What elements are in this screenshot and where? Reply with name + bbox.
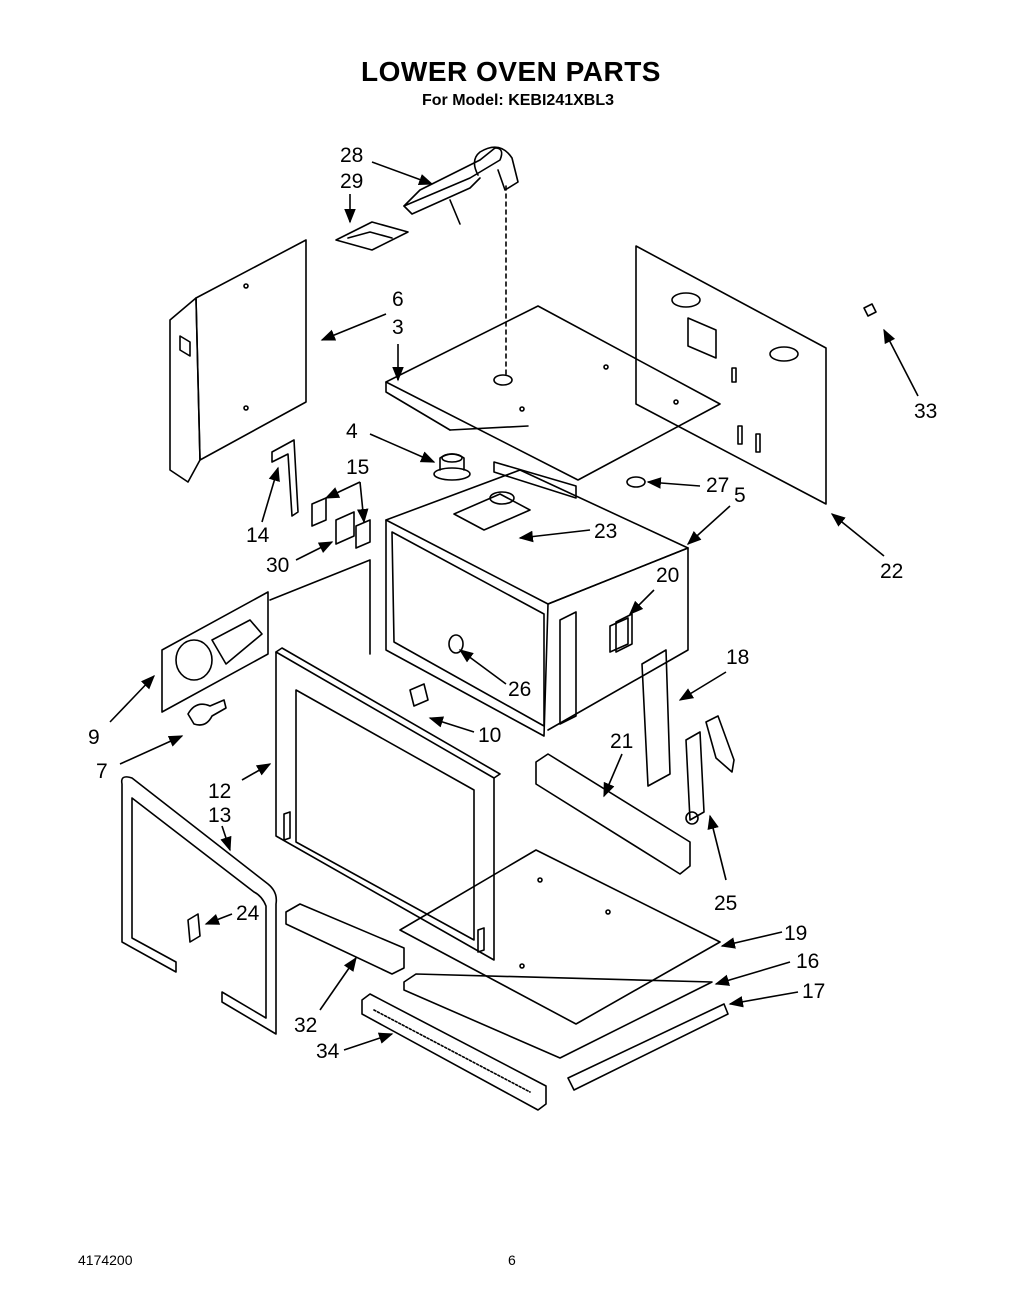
bottom-panel-part <box>399 849 721 1025</box>
leader-23 <box>518 529 591 543</box>
door-switch-part <box>335 511 355 545</box>
vent-grille-part <box>361 993 547 1111</box>
callout-5: 5 <box>734 484 746 507</box>
callout-26: 26 <box>508 678 531 701</box>
gasket-clip-part <box>187 913 201 943</box>
hole-plug-part <box>626 476 646 488</box>
leader-30 <box>295 541 334 561</box>
callout-29: 29 <box>340 170 363 193</box>
leader-7 <box>119 735 184 765</box>
side-panel-part <box>169 239 307 483</box>
callout-7: 7 <box>96 760 108 783</box>
light-clip-part <box>409 683 429 707</box>
page-title: LOWER OVEN PARTS <box>361 56 661 87</box>
light-bulb-part <box>187 699 227 726</box>
light-assembly-part <box>161 591 269 713</box>
callout-28: 28 <box>340 144 363 167</box>
leader-16 <box>714 961 791 986</box>
leader-25 <box>707 814 727 881</box>
leader-14 <box>261 466 280 523</box>
bottom-shield-part <box>403 973 713 1059</box>
callout-15: 15 <box>346 456 369 479</box>
callout-9: 9 <box>88 726 100 749</box>
back-panel-part <box>635 245 827 505</box>
callout-21: 21 <box>610 730 633 753</box>
leader-13 <box>220 825 232 852</box>
vent-bracket-part <box>335 221 409 251</box>
leader-27 <box>646 477 701 489</box>
leader-33 <box>883 328 919 397</box>
callout-4: 4 <box>346 420 358 443</box>
leader-17 <box>728 991 799 1008</box>
leader-18 <box>678 671 727 701</box>
leader-15b <box>356 481 369 524</box>
side-bracket-part <box>641 649 671 787</box>
leader-26 <box>458 649 507 685</box>
clip-part <box>863 303 877 317</box>
callout-14: 14 <box>246 524 270 547</box>
leader-19 <box>720 931 783 949</box>
callout-13: 13 <box>208 804 231 827</box>
leader-6 <box>320 313 387 341</box>
switch-parts <box>311 497 371 549</box>
document-number: 4174200 <box>78 1252 133 1268</box>
leader-20 <box>628 589 655 616</box>
leader-12 <box>241 763 272 781</box>
small-bracket-part <box>609 617 629 653</box>
callout-22: 22 <box>880 560 903 583</box>
front-strip-part <box>567 1003 729 1091</box>
callout-17: 17 <box>802 980 825 1003</box>
leader-34 <box>343 1032 394 1051</box>
door-gasket-part <box>120 776 278 1035</box>
callout-18: 18 <box>726 646 749 669</box>
mounting-bracket-part <box>271 439 299 517</box>
leader-32 <box>319 956 357 1011</box>
leader-21 <box>603 753 623 798</box>
leader-24 <box>204 913 233 925</box>
callout-23: 23 <box>594 520 617 543</box>
leader-10 <box>428 716 475 733</box>
rear-channel-part <box>535 753 691 875</box>
callout-20: 20 <box>656 564 679 587</box>
callout-33: 33 <box>914 400 937 423</box>
light-socket-part <box>448 634 464 654</box>
callout-10: 10 <box>478 724 501 747</box>
callout-27: 27 <box>706 474 729 497</box>
temperature-sensor-part <box>433 453 471 481</box>
leader-5 <box>686 505 731 545</box>
model-subtitle: For Model: KEBI241XBL3 <box>421 92 615 109</box>
oven-cavity-part <box>385 469 689 737</box>
top-panel-part <box>385 305 721 499</box>
callout-34: 34 <box>316 1040 340 1063</box>
leader-4 <box>369 433 436 463</box>
leader-15a <box>324 481 361 499</box>
callout-16: 16 <box>796 950 819 973</box>
callout-25: 25 <box>714 892 737 915</box>
leader-22 <box>830 513 885 557</box>
door-frame-part <box>275 647 501 961</box>
callout-6: 6 <box>392 288 404 311</box>
callout-12: 12 <box>208 780 231 803</box>
door-hinge-part <box>685 715 735 825</box>
callout-30: 30 <box>266 554 289 577</box>
vent-duct-part <box>403 146 519 225</box>
wire-line <box>269 559 371 655</box>
callout-19: 19 <box>784 922 807 945</box>
page-number: 6 <box>508 1252 516 1268</box>
bottom-trim-part <box>285 903 405 975</box>
callout-24: 24 <box>236 902 260 925</box>
callout-32: 32 <box>294 1014 317 1037</box>
callout-3: 3 <box>392 316 404 339</box>
leader-28 <box>371 161 434 185</box>
leader-9 <box>109 674 155 723</box>
